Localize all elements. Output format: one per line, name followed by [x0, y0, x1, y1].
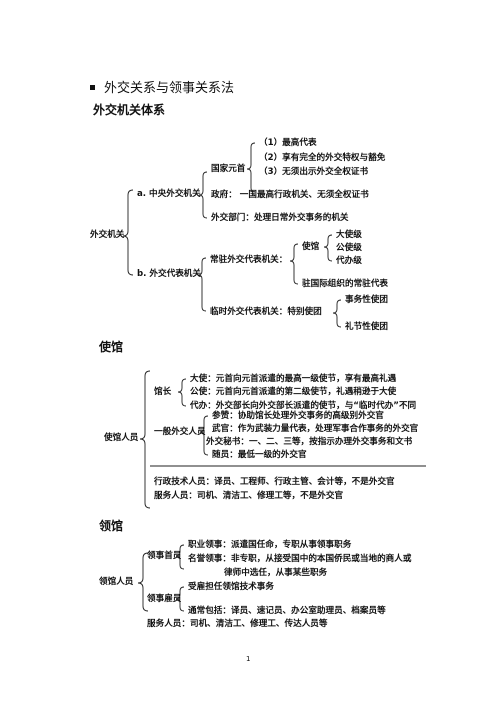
bracket-b1 — [289, 243, 299, 285]
admin-staff-label: 行政技术人员：译员、工程师、行政主管、会计等，不是外交官 — [154, 477, 395, 487]
consular-service-label: 服务人员：司机、清洁工、修理工、传达人员等 — [147, 619, 328, 629]
bracket-b — [197, 257, 207, 312]
general-item: 随员：最低一级的外交官 — [212, 450, 307, 460]
envoy-label: 使馆 — [302, 242, 320, 252]
permanent-organs-label: 常驻外交代表机关： — [210, 255, 288, 265]
envoy-level: 代办级 — [336, 256, 362, 266]
service-staff-label: 服务人员：司机、清洁工、修理工等，不是外交官 — [154, 491, 344, 501]
bracket-temp — [332, 299, 342, 328]
temporary-organs-label: 临时外交代表机关：特别使团 — [210, 307, 322, 317]
bracket-general — [199, 415, 209, 456]
section2-title: 使馆 — [99, 340, 124, 354]
hos-item: （2）享有完全的外交特权与豁免 — [259, 153, 386, 163]
bracket-heads — [175, 544, 185, 570]
central-organs-label: a. 中央外交机关 — [137, 189, 201, 199]
temp-item: 礼节性使团 — [345, 322, 388, 332]
head-of-state-label: 国家元首 — [211, 164, 246, 174]
general-item: 参赞：协助馆长处理外交事务的高级别外交官 — [212, 411, 384, 421]
bracket-root-3 — [137, 552, 149, 612]
section1-title: 外交机关体系 — [93, 103, 166, 117]
page-number: 1 — [246, 655, 251, 663]
employees-item: 通常包括：译员、速记员、办公室助理员、档案员等 — [188, 606, 386, 616]
chief-item: 公使：元首向元首派遣的第二级使节，礼遇稍逊于大使 — [190, 387, 397, 397]
section2-root: 使馆人员 — [104, 433, 139, 443]
chief-item: 代办：外交部长向外交部长派遣的使节，与“临时代办”不同 — [190, 401, 417, 411]
page-heading: 外交关系与领事关系法 — [104, 81, 235, 96]
bracket-envoy — [323, 234, 333, 262]
hos-item: （1）最高代表 — [259, 138, 317, 148]
temp-item: 事务性使团 — [345, 295, 388, 305]
hos-item: （3）无须出示外交全权证书 — [259, 167, 369, 177]
heads-item: 名誉领事：非专职，从接受国中的本国侨民或当地的商人或 — [188, 554, 412, 564]
bracket-root-2 — [139, 370, 151, 509]
bracket-hos — [246, 142, 256, 193]
general-staff-label: 一般外交人员 — [154, 427, 206, 437]
envoy-level: 公使级 — [336, 243, 362, 253]
employees-item: 受雇担任领馆技术事务 — [188, 582, 274, 592]
bracket-root-1 — [122, 189, 134, 276]
section3-root: 领馆人员 — [99, 577, 134, 587]
consular-employees-label: 领事雇员 — [147, 594, 182, 604]
general-item: 外交秘书：一、二、三等，按指示办理外交事务和文书 — [206, 437, 413, 447]
chief-label: 馆长 — [154, 387, 172, 397]
intl-org-label: 驻国际组织的常驻代表 — [302, 279, 388, 289]
envoy-level: 大使级 — [336, 230, 362, 240]
heads-item: 律师中选任，从事某些职务 — [224, 568, 328, 578]
general-item: 武官：作为武装力量代表，处理军事合作事务的外交官 — [212, 424, 419, 434]
government-label: 政府： 一国最高行政机关、无须全权证书 — [211, 190, 369, 200]
bullet-icon — [90, 85, 95, 90]
section1-root: 外交机关 — [90, 230, 125, 240]
bracket-chief — [177, 378, 187, 407]
heads-item: 职业领事：派遣国任命，专职从事领事职务 — [188, 540, 352, 550]
bracket-a — [198, 171, 208, 219]
representative-organs-label: b. 外交代表机关 — [137, 269, 201, 279]
ministry-label: 外交部门：处理日常外交事务的机关 — [211, 213, 349, 223]
chief-item: 大使：元首向元首派遣的最高一级使节，享有最高礼遇 — [190, 374, 397, 384]
section3-title: 领馆 — [99, 519, 124, 533]
bracket-employees — [175, 586, 185, 612]
consular-heads-label: 领事首员 — [147, 551, 182, 561]
